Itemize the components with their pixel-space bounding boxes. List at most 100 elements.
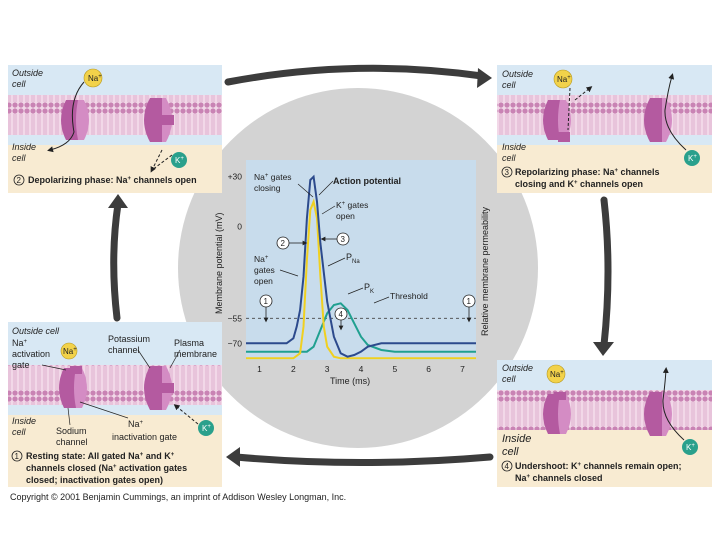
potassium-channel bbox=[144, 366, 162, 410]
na-activation-label: Na+ bbox=[12, 338, 28, 348]
outside-cell-label: Outside bbox=[12, 68, 43, 78]
sodium-channel bbox=[59, 368, 78, 408]
cycle-arrow-icon bbox=[110, 64, 612, 466]
copyright-text: Copyright © 2001 Benjamin Cummings, an i… bbox=[10, 492, 347, 502]
k-gates-open-label-2: open bbox=[336, 211, 355, 221]
panel-resting: Na+ K+ Outside cell Na+ activation gate … bbox=[8, 322, 222, 487]
na-gates-open-label-2: gates bbox=[254, 265, 275, 275]
na-activation-label-2: activation bbox=[12, 349, 50, 359]
x-tick-label: 1 bbox=[257, 364, 262, 374]
panel-caption-line1: Resting state: All gated Na+ and K+ bbox=[26, 451, 175, 461]
na-gates-open-label: Na+ bbox=[254, 254, 269, 264]
inside-cell-label: Inside bbox=[12, 142, 36, 152]
panel-caption-line3: closed; inactivation gates open) bbox=[26, 475, 163, 485]
pk-curve bbox=[246, 302, 476, 353]
na-gates-closing-label: Na+ gates bbox=[254, 172, 292, 182]
potassium-channel-label-2: channel bbox=[108, 345, 140, 355]
ion-flow-arrow-icon bbox=[662, 367, 685, 441]
panel-caption-line1: Repolarizing phase: Na+ channels bbox=[515, 167, 660, 177]
svg-text:K+: K+ bbox=[175, 156, 184, 165]
marker-1-left: 1 bbox=[259, 294, 273, 323]
marker-2: 2 bbox=[276, 236, 308, 250]
y-tick-label: 0 bbox=[237, 222, 242, 232]
outside-cell-label: Outside cell bbox=[12, 326, 60, 336]
sodium-channel bbox=[543, 100, 562, 140]
x-tick-label: 2 bbox=[291, 364, 296, 374]
step-number: 1 bbox=[15, 452, 20, 461]
y-axis-label-right: Relative membrane permeability bbox=[480, 206, 490, 336]
marker-3: 3 bbox=[320, 232, 350, 246]
panel-repolarizing: Na+ K+ Outside cell Inside cell 3 Repola… bbox=[497, 65, 712, 193]
sodium-ion-icon bbox=[83, 68, 103, 88]
potassium-ion-icon bbox=[684, 150, 700, 166]
sodium-channel-label: Sodium bbox=[56, 426, 87, 436]
outside-cell-label-2: cell bbox=[502, 374, 517, 384]
inside-cell-label-2: cell bbox=[12, 427, 27, 437]
panel-caption-line2: closing and K+ channels open bbox=[515, 179, 643, 189]
panel-depolarizing: Na+ K+ Outside cell Inside cell 2 Depola… bbox=[8, 65, 222, 193]
sodium-ion-icon bbox=[60, 342, 78, 360]
potassium-channel bbox=[644, 98, 662, 142]
svg-text:4: 4 bbox=[339, 310, 344, 319]
sodium-channel-label-2: channel bbox=[56, 437, 88, 447]
marker-1-right: 1 bbox=[462, 294, 476, 323]
y-ticks: +300−55−70 bbox=[228, 172, 243, 349]
potassium-ion-icon bbox=[171, 152, 187, 168]
inside-cell-label: Inside bbox=[502, 433, 531, 445]
panel-caption-line1: Undershoot: K+ channels remain open; bbox=[515, 461, 682, 471]
inside-cell-label: Inside bbox=[502, 142, 526, 152]
action-potential-chart: Membrane potential (mV) Relative membran… bbox=[214, 160, 490, 386]
action-potential-curve bbox=[246, 174, 476, 358]
svg-text:Na+: Na+ bbox=[550, 370, 564, 379]
potassium-ion-icon bbox=[198, 420, 214, 436]
potassium-channel-label: Potassium bbox=[108, 334, 150, 344]
sodium-ion-icon bbox=[546, 364, 566, 384]
plasma-membrane-label-2: membrane bbox=[174, 349, 217, 359]
x-tick-label: 5 bbox=[392, 364, 397, 374]
svg-text:1: 1 bbox=[264, 297, 269, 306]
na-gates-closing-label-2: closing bbox=[254, 183, 281, 193]
svg-text:2: 2 bbox=[281, 239, 286, 248]
panel-caption: Depolarizing phase: Na+ channels open bbox=[28, 175, 197, 185]
na-inactivation-label: Na+ bbox=[128, 419, 144, 429]
outside-cell-label: Outside bbox=[502, 363, 533, 373]
pna-curve bbox=[246, 198, 476, 360]
na-gates-open-label-3: open bbox=[254, 276, 273, 286]
svg-text:Na+: Na+ bbox=[63, 347, 77, 356]
svg-text:3: 3 bbox=[341, 235, 346, 244]
inside-cell-label-2: cell bbox=[502, 153, 517, 163]
panel-undershoot: Na+ K+ Outside cell Inside cell 4 Unders… bbox=[497, 360, 712, 487]
pna-label: PNa bbox=[346, 252, 360, 265]
svg-text:Na+: Na+ bbox=[88, 74, 102, 83]
svg-text:K+: K+ bbox=[686, 443, 695, 452]
threshold-label: Threshold bbox=[390, 291, 428, 301]
step-number: 3 bbox=[505, 168, 510, 177]
panel-caption-line2: channels closed (Na+ activation gates bbox=[26, 463, 187, 473]
svg-text:Na+: Na+ bbox=[557, 75, 571, 84]
sodium-ion-icon bbox=[553, 69, 573, 89]
outside-cell-label: Outside bbox=[502, 69, 533, 79]
sodium-channel bbox=[61, 100, 80, 140]
x-axis-label: Time (ms) bbox=[330, 376, 370, 386]
y-tick-label: −55 bbox=[228, 313, 243, 323]
svg-text:K+: K+ bbox=[688, 154, 697, 163]
outside-cell-label-2: cell bbox=[502, 80, 517, 90]
cycle-arrowheads bbox=[108, 68, 614, 467]
outside-cell-label-2: cell bbox=[12, 79, 27, 89]
plot-area bbox=[246, 160, 476, 360]
x-tick-label: 7 bbox=[460, 364, 465, 374]
y-tick-label: +30 bbox=[228, 172, 243, 182]
k-gates-open-label: K+ gates bbox=[336, 200, 368, 210]
x-tick-label: 3 bbox=[325, 364, 330, 374]
sodium-channel bbox=[543, 394, 562, 434]
x-tick-label: 6 bbox=[426, 364, 431, 374]
inside-cell-label-2: cell bbox=[12, 153, 27, 163]
marker-4: 4 bbox=[334, 307, 348, 331]
step-number: 4 bbox=[505, 462, 510, 471]
svg-text:1: 1 bbox=[467, 297, 472, 306]
inside-cell-label: Inside bbox=[12, 416, 36, 426]
y-axis-label: Membrane potential (mV) bbox=[214, 212, 224, 314]
inside-cell-label-2: cell bbox=[502, 446, 519, 458]
